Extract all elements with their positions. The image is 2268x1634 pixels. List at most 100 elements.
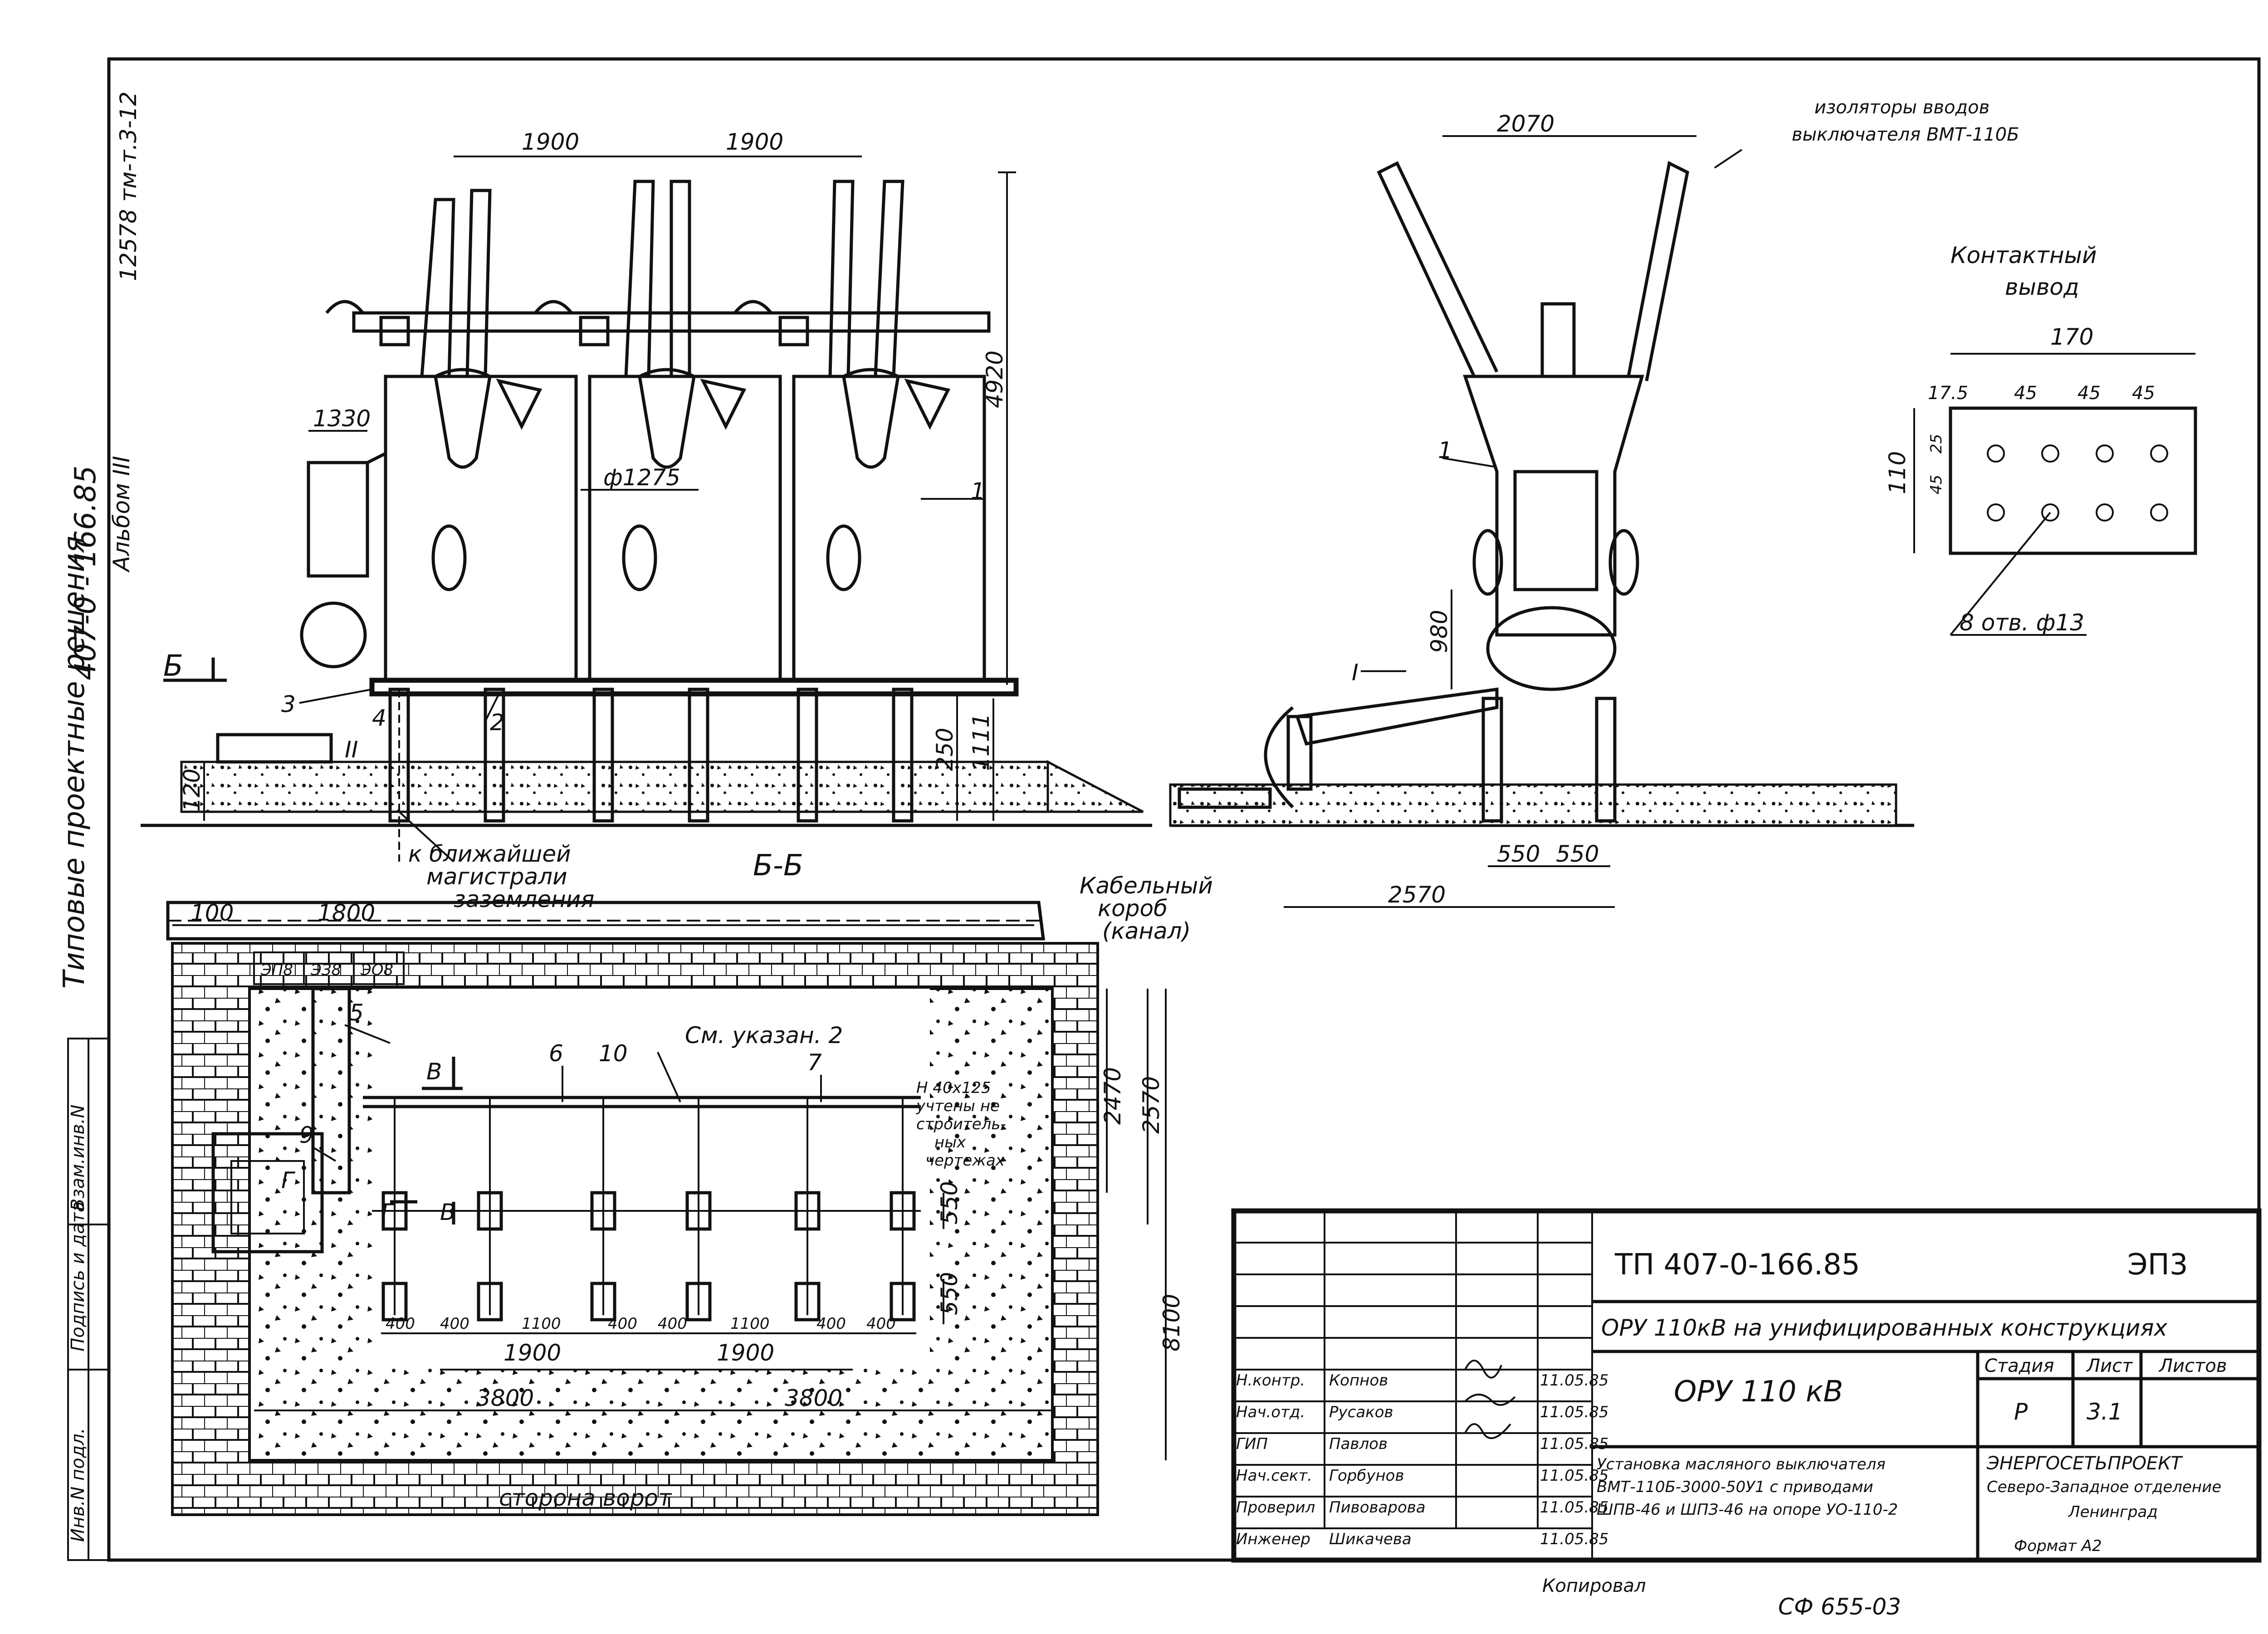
terminal-detail-texts: Контактный вывод 170 17.5 45 45 45 110 2… xyxy=(1884,242,2155,636)
title-block xyxy=(1231,1208,2262,1563)
pole-note-3: строитель- xyxy=(916,1115,1006,1133)
doc-code: ТП 407-0-166.85 xyxy=(1614,1248,1860,1282)
sig-date-4: 11.05.85 xyxy=(1540,1467,1608,1485)
dim-plan-100: 100 xyxy=(191,900,234,926)
sig-role-1: Н.контр. xyxy=(1236,1371,1305,1390)
label-plan-7: 7 xyxy=(807,1049,822,1076)
pole-note-1: H 40х125 xyxy=(916,1079,991,1097)
dim-row-1: 400 xyxy=(386,1315,415,1333)
dim-bb-1111: 1111 xyxy=(968,713,994,771)
dim-plan-2470: 2470 xyxy=(1100,1067,1126,1125)
description-line-2: ВМТ-110Б-3000-50У1 с приводами xyxy=(1597,1478,1873,1496)
section-bb-texts: 1900 1900 4920 1330 ф1275 250 1111 120 1… xyxy=(163,129,1008,912)
sig-date-5: 11.05.85 xyxy=(1540,1498,1608,1517)
sheet-mark: ЭП3 xyxy=(2127,1248,2188,1282)
dim-side-980: 980 xyxy=(1426,610,1452,653)
sig-name-6: Шикачева xyxy=(1329,1530,1412,1548)
dim-plan-8100: 8100 xyxy=(1158,1294,1185,1351)
cable-note-3: (канал) xyxy=(1102,918,1191,944)
sig-date-6: 11.05.85 xyxy=(1540,1530,1608,1548)
dim-side-2070: 2070 xyxy=(1497,111,1554,137)
sig-role-5: Проверил xyxy=(1236,1498,1315,1517)
dim-plan-wide-1: 3800 xyxy=(476,1385,534,1411)
sheet-frame xyxy=(107,57,2261,1562)
stage-value: Р xyxy=(2014,1399,2028,1425)
dim-plan-550-1: 550 xyxy=(936,1181,963,1224)
plan-mark-g-1: Г xyxy=(381,1199,396,1225)
dim-plan-wide-2: 3800 xyxy=(785,1385,842,1411)
cable-note-2: короб xyxy=(1098,895,1168,922)
dim-bb-1330: 1330 xyxy=(313,405,371,432)
sig-name-5: Пивоварова xyxy=(1329,1498,1426,1517)
paper-format: Формат А2 xyxy=(2014,1537,2102,1555)
plan-mark-g-2: Г xyxy=(281,1167,296,1194)
pole-note-5: чертежах xyxy=(925,1151,1005,1170)
col-head-stage: Стадия xyxy=(1984,1356,2054,1376)
plan-drawing xyxy=(166,901,1167,1516)
copied-by: Копировал xyxy=(1542,1575,1646,1596)
grounding-note-2: магистрали xyxy=(426,863,567,890)
sig-name-3: Павлов xyxy=(1329,1435,1388,1453)
stamp-inv-no: Инв.N подл. xyxy=(68,1428,88,1542)
dim-side-550-1: 550 xyxy=(1497,841,1540,867)
plan-cell-ep8: ЭП8 xyxy=(260,961,293,979)
label-bb-4: 4 xyxy=(372,705,386,731)
terminal-detail-drawing xyxy=(1913,353,2197,636)
plan-cell-eo8: ЭО8 xyxy=(360,961,393,979)
plan-mark-v-1: В xyxy=(426,1058,442,1085)
side-album: Альбом III xyxy=(108,456,135,573)
dim-terminal-45-1: 45 xyxy=(2014,383,2037,404)
foundation-slab xyxy=(180,761,1049,813)
dim-terminal-170: 170 xyxy=(2050,324,2093,350)
dim-terminal-45-v: 45 xyxy=(1927,475,1945,494)
dim-row-6: 1100 xyxy=(730,1315,770,1333)
description-line-3: ШПВ-46 и ШПЗ-46 на опоре УО-110-2 xyxy=(1597,1501,1898,1519)
side-sheet-code: 12578 тм-т.3-12 xyxy=(115,92,142,281)
sig-name-1: Копнов xyxy=(1329,1371,1388,1390)
dim-bb-top-1: 1900 xyxy=(522,129,579,155)
sig-date-2: 11.05.85 xyxy=(1540,1403,1608,1421)
title-block-texts: ТП 407-0-166.85 ЭП3 ОРУ 110кВ на унифици… xyxy=(1236,1248,2227,1620)
dim-row-4: 400 xyxy=(608,1315,637,1333)
side-view-texts: 2070 изоляторы вводов выключателя ВМТ-11… xyxy=(1352,97,2019,908)
pole-note-4: ных xyxy=(934,1133,966,1151)
sig-date-3: 11.05.85 xyxy=(1540,1435,1608,1453)
dim-row-8: 400 xyxy=(866,1315,896,1333)
sig-name-4: Горбунов xyxy=(1329,1467,1404,1485)
plan-texts: Кабельный короб (канал) 100 1800 ЭП8 ЭЗ8… xyxy=(191,873,1213,1511)
dim-terminal-25: 25 xyxy=(1927,434,1945,454)
drawing-subtitle: ОРУ 110 кВ xyxy=(1674,1375,1843,1409)
dim-plan-2570: 2570 xyxy=(1138,1076,1164,1134)
org-line-2: Северо-Западное отделение xyxy=(1987,1478,2221,1496)
section-mark-b: Б xyxy=(163,649,183,683)
dim-terminal-45-3: 45 xyxy=(2132,383,2155,404)
label-bb-1: 1 xyxy=(971,478,985,504)
col-head-sheets: Листов xyxy=(2158,1356,2227,1376)
label-bb-2: 2 xyxy=(490,709,504,736)
grounding-note-1: к ближайшей xyxy=(408,841,571,867)
dim-bb-top-2: 1900 xyxy=(726,129,783,155)
sig-date-1: 11.05.85 xyxy=(1540,1371,1608,1390)
label-plan-6: 6 xyxy=(549,1040,563,1067)
dim-terminal-110: 110 xyxy=(1884,451,1911,494)
stamp-sign-date: Подпись и дата xyxy=(68,1201,88,1351)
dim-row-2: 400 xyxy=(440,1315,469,1333)
org-line-3: Ленинград xyxy=(2068,1503,2158,1521)
cable-note-1: Кабельный xyxy=(1080,873,1213,899)
dim-terminal-17-5: 17.5 xyxy=(1928,383,1968,404)
sig-role-3: ГИП xyxy=(1236,1435,1268,1453)
plan-note-ref: См. указан. 2 xyxy=(685,1022,843,1049)
plan-gate-note: сторона ворот xyxy=(499,1485,672,1511)
terminal-title-1: Контактный xyxy=(1950,242,2097,268)
dim-plan-mid-2: 1900 xyxy=(717,1340,774,1366)
col-head-sheet: Лист xyxy=(2086,1356,2133,1376)
label-bb-roman: II xyxy=(345,737,358,763)
section-bb-title: Б-Б xyxy=(753,849,803,883)
section-bb-drawing xyxy=(141,156,1152,863)
side-series-title: Типовые проектные решения xyxy=(58,536,91,989)
dim-row-7: 400 xyxy=(816,1315,846,1333)
label-side-roman: I xyxy=(1352,659,1359,686)
plan-cell-ez8: ЭЗ8 xyxy=(310,961,341,979)
terminal-holes-note: 8 отв. ф13 xyxy=(1960,610,2084,636)
dim-plan-mid-1: 1900 xyxy=(503,1340,561,1366)
